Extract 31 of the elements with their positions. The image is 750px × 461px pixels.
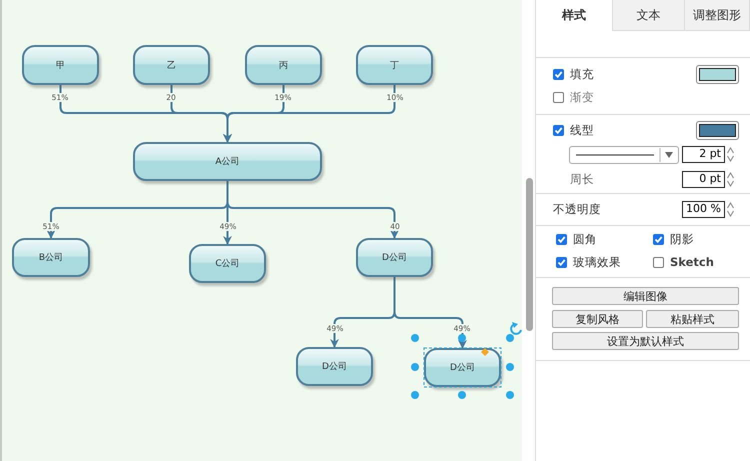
rounded-box: D公司 bbox=[296, 347, 373, 386]
input-field: 0 pt bbox=[682, 171, 725, 188]
checkbox: 阴影 bbox=[653, 232, 694, 246]
rounded-box: 乙 bbox=[133, 45, 210, 85]
checkbox: 玻璃效果 bbox=[556, 255, 621, 269]
rounded-box: C公司 bbox=[189, 244, 266, 283]
button: 编辑图像 bbox=[552, 287, 739, 305]
rounded-box: 丙 bbox=[245, 45, 322, 85]
button: 复制风格 bbox=[552, 310, 643, 328]
rounded-box: 甲 bbox=[22, 45, 99, 85]
input-field: 100 % bbox=[682, 201, 725, 218]
checkbox: 圆角 bbox=[556, 232, 597, 246]
arrow bbox=[223, 85, 396, 143]
tab: 调整图形 bbox=[685, 0, 750, 31]
arrow bbox=[394, 277, 467, 349]
rounded-box: D公司 bbox=[356, 238, 433, 277]
rounded-box: 丁 bbox=[356, 45, 433, 85]
button: 设置为默认样式 bbox=[552, 332, 739, 350]
field-label: 周长 bbox=[570, 172, 594, 187]
input-field: 2 pt bbox=[682, 146, 725, 163]
arrow bbox=[226, 181, 399, 239]
button: 粘贴样式 bbox=[646, 310, 739, 328]
rounded-box: D公司 bbox=[424, 348, 501, 387]
checkbox: Sketch bbox=[653, 255, 714, 269]
field-label: 不透明度 bbox=[553, 202, 601, 217]
rounded-box: A公司 bbox=[133, 142, 322, 181]
checkbox: 填充 bbox=[553, 67, 594, 81]
checkbox: 线型 bbox=[553, 123, 594, 137]
tab: 文本 bbox=[613, 0, 685, 31]
checkbox: 渐变 bbox=[553, 90, 594, 104]
rounded-box: B公司 bbox=[12, 238, 90, 277]
